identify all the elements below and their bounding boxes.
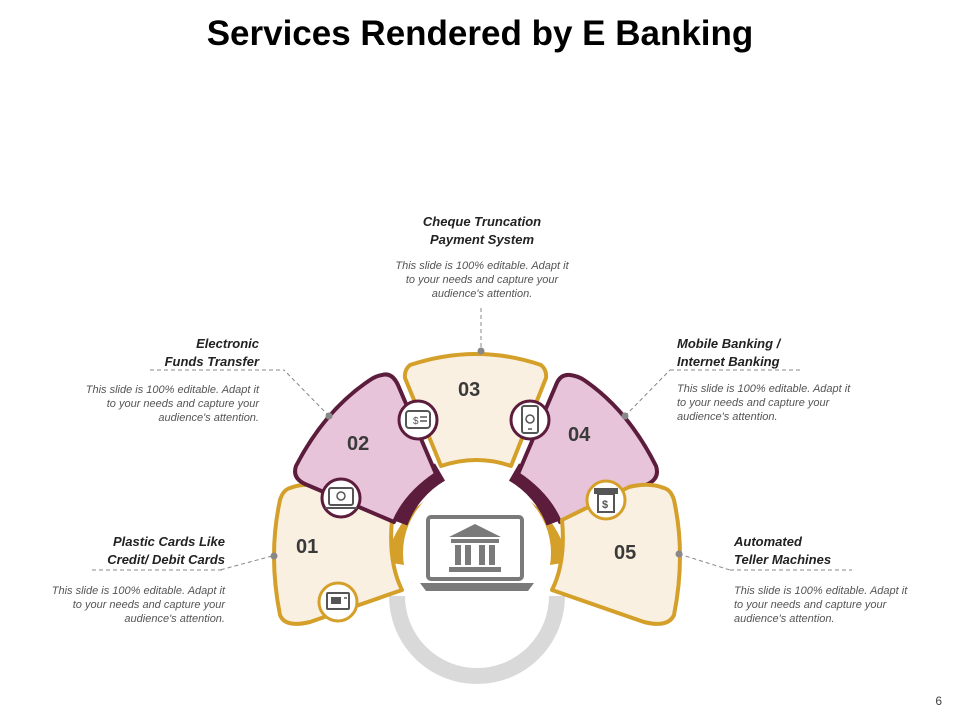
segment-03-label-line1: Cheque Truncation: [422, 214, 542, 229]
center-circle: [403, 479, 551, 627]
segment-04-desc-line2: to your needs and capture your: [677, 397, 830, 409]
connector-04: [621, 369, 800, 420]
segment-05-desc-line2: to your needs and capture your: [734, 599, 887, 611]
segment-03-shape[interactable]: [402, 352, 549, 468]
segment-05-label-line2: Teller Machines: [734, 552, 832, 567]
segment-05-label: Automated Teller Machines: [734, 533, 934, 569]
segment-01-desc: This slide is 100% editable. Adapt it to…: [5, 584, 225, 626]
svg-text:$: $: [602, 499, 608, 511]
segment-02-desc: This slide is 100% editable. Adapt it to…: [39, 383, 259, 425]
segment-03-label: Cheque Truncation Payment System: [382, 213, 582, 249]
segment-02-desc-line2: to your needs and capture your: [106, 398, 259, 410]
segment-05-number: 05: [614, 542, 637, 564]
segment-05-desc-line3: audience's attention.: [734, 613, 835, 625]
segment-02-label-line1: Electronic: [196, 336, 259, 351]
segment-04-desc-line1: This slide is 100% editable. Adapt it: [677, 383, 851, 395]
segment-01-label-line1: Plastic Cards Like: [113, 534, 225, 549]
segment-05-shape[interactable]: [550, 482, 682, 626]
segment-04-shape[interactable]: [516, 372, 659, 524]
segment-01-label: Plastic Cards Like Credit/ Debit Cards: [25, 533, 225, 569]
connector-01: [92, 552, 278, 571]
money-transfer-icon: [320, 477, 362, 519]
segment-03-desc: This slide is 100% editable. Adapt it to…: [372, 259, 592, 301]
segment-01-desc-line3: audience's attention.: [124, 613, 225, 625]
segment-05-desc-line1: This slide is 100% editable. Adapt it: [734, 585, 908, 597]
segment-03-label-line2: Payment System: [429, 232, 535, 247]
connector-03: [477, 308, 485, 355]
svg-text:$: $: [413, 416, 419, 427]
segment-01-number: 01: [296, 536, 319, 558]
cheque-icon: $: [397, 399, 439, 441]
atm-icon: $: [585, 479, 627, 521]
segment-04-label-line2: Internet Banking: [677, 354, 780, 369]
segment-01-desc-line1: This slide is 100% editable. Adapt it: [51, 585, 225, 597]
segment-03-desc-line2: to your needs and capture your: [405, 274, 559, 286]
segment-04-desc: This slide is 100% editable. Adapt it to…: [677, 382, 897, 424]
segment-03-desc-line3: audience's attention.: [431, 288, 533, 300]
credit-card-icon: [317, 581, 359, 623]
segment-03-number: 03: [458, 379, 481, 401]
segment-01-label-line2: Credit/ Debit Cards: [107, 552, 225, 567]
segment-02-desc-line1: This slide is 100% editable. Adapt it: [85, 384, 259, 396]
connector-02: [150, 369, 333, 420]
segment-03-desc-line1: This slide is 100% editable. Adapt it: [395, 260, 569, 272]
connector-05: [675, 550, 852, 571]
page-number: 6: [935, 694, 942, 708]
segment-01-desc-line2: to your needs and capture your: [72, 599, 225, 611]
segment-02-label: Electronic Funds Transfer: [59, 335, 259, 371]
segment-02-label-line2: Funds Transfer: [164, 354, 259, 369]
segment-05-label-line1: Automated: [734, 534, 802, 549]
segment-04-desc-line3: audience's attention.: [677, 411, 778, 423]
bottom-arc: [389, 595, 565, 684]
segment-02-number: 02: [347, 433, 370, 455]
mobile-phone-icon: [509, 399, 551, 441]
segment-02-desc-line3: audience's attention.: [158, 412, 259, 424]
page-title: Services Rendered by E Banking: [206, 14, 754, 53]
segment-04-number: 04: [568, 424, 591, 446]
segment-05-desc: This slide is 100% editable. Adapt it to…: [734, 584, 954, 626]
bank-laptop-icon: [420, 515, 534, 591]
segment-04-label-line1: Mobile Banking /: [677, 336, 781, 351]
segment-04-label: Mobile Banking / Internet Banking: [677, 335, 877, 371]
